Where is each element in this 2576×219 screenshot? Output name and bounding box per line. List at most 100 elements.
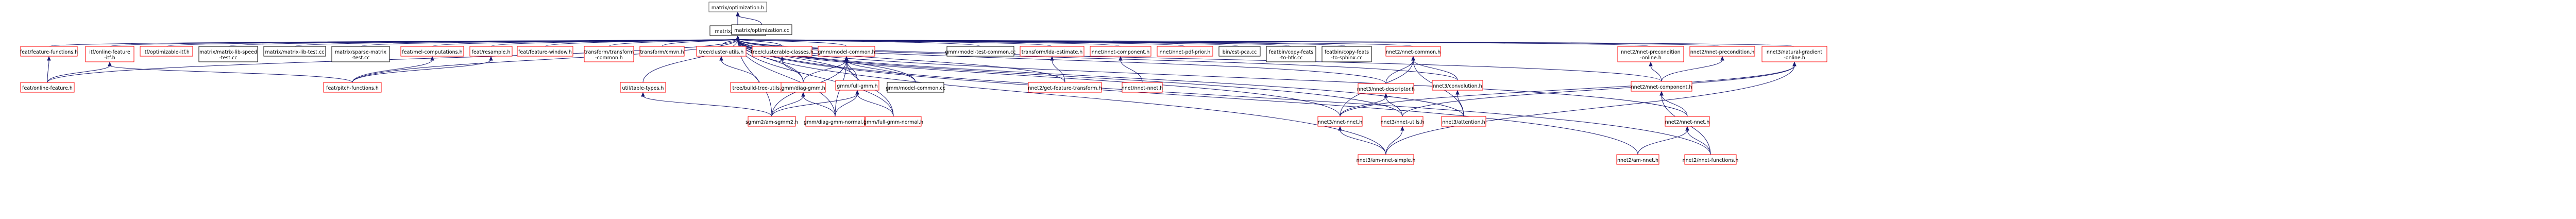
- edge-fullgmm-to-fullgmmnormal: [855, 90, 894, 117]
- node-box: [1321, 46, 1372, 62]
- node-transform[interactable]: transform/transform-common.h: [584, 46, 634, 62]
- node-nnetnnet[interactable]: nnet/nnet-nnet.h: [1122, 82, 1163, 93]
- node-cmvn[interactable]: transform/cmvn.h: [639, 46, 685, 57]
- edge-melcomp-to-pitch: [352, 56, 434, 83]
- edge-arrowhead: [1649, 61, 1653, 66]
- node-label: -to-htk.cc: [1279, 55, 1302, 61]
- node-onlinefeat[interactable]: feat/online-feature.h: [20, 82, 75, 93]
- node-featwin[interactable]: feat/feature-window.h: [517, 46, 573, 57]
- edge-line: [47, 39, 738, 83]
- node-pdfprior[interactable]: nnet/nnet-pdf-prior.h: [1157, 46, 1213, 57]
- node-label: nnet3/attention.h: [1442, 120, 1485, 125]
- node-label: nnet2/get-feature-transform.h: [1028, 86, 1101, 91]
- node-n3nnet[interactable]: nnet3/nnet-nnet.h: [1317, 116, 1363, 127]
- edge-arrowhead: [1792, 61, 1797, 66]
- node-resample[interactable]: feat/resample.h: [469, 46, 513, 57]
- node-label: feat/feature-functions.h: [20, 49, 78, 55]
- node-n3simple[interactable]: nnet3/am-nnet-simple.h: [1357, 154, 1416, 165]
- edge-ldaest-to-getfeat: [1050, 56, 1065, 83]
- node-olfeat[interactable]: itf/online-feature-itf.h: [85, 46, 134, 62]
- node-label: transform/lda-estimate.h: [1022, 49, 1083, 55]
- node-label: nnet3/natural-gradient: [1767, 49, 1823, 55]
- node-box: [620, 82, 666, 93]
- node-label: gmm/diag-gmm-normal.h: [804, 120, 867, 125]
- node-n3utils[interactable]: nnet3/nnet-utils.h: [1381, 116, 1425, 127]
- node-fullgmm[interactable]: gmm/full-gmm.h: [835, 80, 879, 91]
- node-spmtx[interactable]: matrix/sparse-matrix-test.cc: [331, 46, 390, 62]
- node-label: nnet2/nnet-nnet.h: [1665, 120, 1710, 125]
- node-box: [818, 46, 875, 57]
- edge-mtx-to-getfeat: [736, 35, 1065, 83]
- node-box: [887, 82, 944, 93]
- node-clusterutils[interactable]: tree/cluster-utils.h: [696, 46, 747, 57]
- node-getfeat[interactable]: nnet2/get-feature-transform.h: [1028, 82, 1102, 93]
- edge-line: [1661, 59, 1723, 82]
- node-n3natgrad[interactable]: nnet3/natural-gradient-online.h: [1761, 46, 1827, 62]
- node-treebuild[interactable]: tree/build-tree-utils.h: [730, 82, 787, 93]
- node-clusterable[interactable]: tree/clusterable-classes.h: [751, 46, 814, 57]
- edge-line: [1385, 96, 1403, 117]
- node-modeltest[interactable]: gmm/model-test-common.cc: [945, 46, 1016, 57]
- edge-clusterable-to-diaggmm: [780, 56, 804, 83]
- edge-line: [47, 59, 49, 83]
- node-label: gmm/diag-gmm.h: [781, 86, 825, 91]
- node-mtxlibtest[interactable]: matrix/matrix-lib-test.cc: [263, 46, 326, 57]
- node-n2precond2[interactable]: nnet2/nnet-precondition.h: [1689, 46, 1755, 57]
- node-label: -online.h: [1784, 55, 1805, 61]
- edge-line: [737, 39, 1638, 155]
- node-nnetcomp[interactable]: nnet/nnet-component.h: [1090, 46, 1151, 57]
- node-n2nnet[interactable]: nnet2/nnet-nnet.h: [1665, 116, 1710, 127]
- node-convolution[interactable]: nnet3/convolution.h: [1432, 80, 1483, 91]
- node-n2comp[interactable]: nnet2/nnet-component.h: [1631, 81, 1692, 92]
- node-diaggmm[interactable]: gmm/diag-gmm.h: [781, 82, 826, 93]
- node-mtxlibspeed[interactable]: matrix/matrix-lib-speed-test.cc: [198, 46, 258, 62]
- node-label: feat/feature-window.h: [518, 49, 572, 55]
- node-n2precond[interactable]: nnet2/nnet-precondition-online.h: [1617, 46, 1684, 62]
- edge-line: [857, 93, 894, 117]
- node-diaggmmnormal[interactable]: gmm/diag-gmm-normal.h: [804, 116, 867, 127]
- edge-mtx-to-fullgmm: [736, 35, 858, 81]
- edge-line: [1650, 65, 1662, 82]
- edge-n3natgrad-to-n3simple: [1385, 61, 1797, 155]
- node-label: nnet3/am-nnet-simple.h: [1357, 158, 1416, 163]
- edge-arrowhead: [855, 90, 859, 95]
- node-label: nnet3/convolution.h: [1433, 83, 1482, 89]
- node-label: tree/clusterable-classes.h: [751, 49, 814, 55]
- node-box: [1020, 46, 1084, 57]
- node-box: [263, 46, 326, 57]
- node-copyfeats[interactable]: featbin/copy-feats-to-htk.cc: [1266, 46, 1316, 62]
- node-modelcommon[interactable]: gmm/model-common.h: [818, 46, 875, 57]
- node-box: [1358, 154, 1414, 165]
- node-box: [708, 2, 767, 12]
- node-label: nnet/nnet-component.h: [1092, 49, 1150, 55]
- node-label: matrix/sparse-matrix: [335, 49, 386, 55]
- node-sgmm[interactable]: sgmm2/am-sgmm2.h: [745, 116, 798, 127]
- edge-line: [737, 39, 1386, 155]
- edge-clusterutils-to-treebuild: [719, 56, 759, 83]
- node-n3desc[interactable]: nnet3/nnet-descriptor.h: [1357, 83, 1415, 94]
- node-n2common[interactable]: nnet2/nnet-common.h: [1385, 46, 1441, 57]
- node-utiltypes[interactable]: util/table-types.h: [620, 82, 666, 93]
- node-optcc[interactable]: matrix/optimization.cc: [731, 24, 792, 35]
- node-pitch[interactable]: feat/pitch-functions.h: [323, 82, 382, 93]
- node-box: [1122, 82, 1163, 93]
- node-kwspca[interactable]: bin/est-pca.cc: [1218, 46, 1261, 57]
- node-mtest[interactable]: gmm/model-common.cc: [886, 82, 945, 93]
- edge-convolution-to-attention: [1455, 90, 1464, 117]
- node-box: [1028, 82, 1102, 93]
- edge-line: [737, 15, 762, 25]
- node-optable[interactable]: itf/optimizable-itf.h: [140, 46, 193, 57]
- node-label: nnet3/nnet-utils.h: [1381, 120, 1425, 125]
- node-copyfeats2[interactable]: featbin/copy-feats-to-sphinx.cc: [1321, 46, 1372, 62]
- node-n2functions[interactable]: nnet2/nnet-functions.h: [1683, 154, 1739, 165]
- edge-line: [1385, 129, 1403, 155]
- node-ldaest[interactable]: transform/lda-estimate.h: [1020, 46, 1084, 57]
- edge-line: [1637, 129, 1688, 155]
- node-amnnet[interactable]: nnet2/am-nnet.h: [1616, 154, 1659, 165]
- node-melcomp[interactable]: feat/mel-computations.h: [400, 46, 464, 57]
- node-box: [517, 46, 573, 57]
- node-feafunc[interactable]: feat/feature-functions.h: [20, 46, 78, 57]
- node-fullgmmnormal[interactable]: gmm/full-gmm-normal.h: [863, 116, 923, 127]
- node-label: -test.cc: [351, 55, 369, 61]
- node-attention[interactable]: nnet3/attention.h: [1441, 116, 1486, 127]
